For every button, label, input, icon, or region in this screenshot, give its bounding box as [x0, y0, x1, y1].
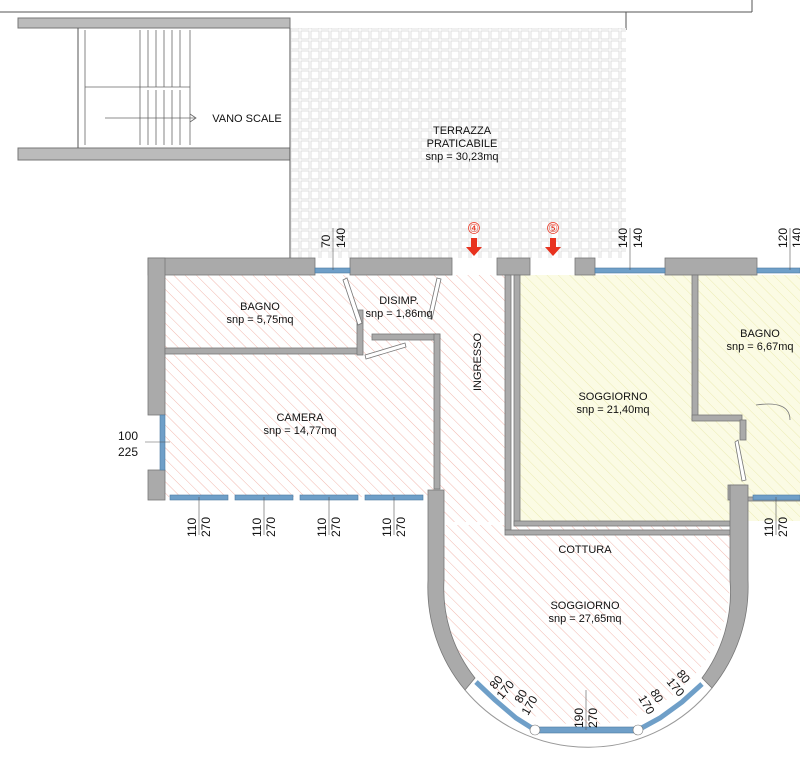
- section-marker-4: ④: [466, 222, 482, 256]
- arrow-down-icon: [545, 238, 561, 256]
- room-label-bagno-1: BAGNO: [240, 301, 280, 313]
- svg-text:110: 110: [250, 518, 264, 537]
- room-label-vano-scale: VANO SCALE: [212, 113, 282, 125]
- svg-text:140: 140: [631, 228, 645, 248]
- room-label-cottura: COTTURA: [558, 544, 612, 556]
- room-label-terrazza-2: PRATICABILE: [427, 138, 498, 150]
- room-area-bagno-2: snp = 6,67mq: [727, 341, 794, 353]
- svg-text:190: 190: [572, 708, 586, 728]
- svg-text:270: 270: [776, 517, 790, 537]
- svg-text:110: 110: [380, 518, 394, 537]
- svg-text:270: 270: [394, 517, 408, 537]
- room-label-camera: CAMERA: [276, 412, 324, 424]
- room-area-disimp: snp = 1,86mq: [366, 308, 433, 320]
- room-label-soggiorno-1: SOGGIORNO: [578, 391, 648, 403]
- svg-text:100: 100: [118, 429, 138, 443]
- room-area-bagno-1: snp = 5,75mq: [227, 314, 294, 326]
- svg-text:80: 80: [511, 687, 530, 706]
- svg-text:140: 140: [334, 228, 348, 248]
- room-label-soggiorno-2: SOGGIORNO: [550, 600, 620, 612]
- svg-text:225: 225: [118, 445, 138, 459]
- room-area-camera: snp = 14,77mq: [263, 425, 336, 437]
- room-label-bagno-2: BAGNO: [740, 328, 780, 340]
- floor-soggiorno-1: [520, 275, 800, 521]
- svg-text:120: 120: [776, 228, 790, 248]
- room-label-disimp: DISIMP.: [379, 295, 419, 307]
- svg-text:270: 270: [264, 517, 278, 537]
- arrow-down-icon: [466, 238, 482, 256]
- stairwell: VANO SCALE: [17, 17, 291, 258]
- svg-text:⑤: ⑤: [548, 223, 558, 235]
- doors: [342, 277, 791, 482]
- room-label-terrazza: TERRAZZA: [433, 125, 492, 137]
- section-marker-5: ⑤: [545, 222, 561, 256]
- terrace: TERRAZZA PRATICABILE snp = 30,23mq: [291, 28, 626, 258]
- svg-text:70: 70: [319, 234, 333, 248]
- svg-text:110: 110: [185, 518, 199, 537]
- svg-text:110: 110: [315, 518, 329, 537]
- svg-text:270: 270: [586, 708, 600, 728]
- outer-arc-line: [464, 687, 713, 748]
- adjacent-building-outline: [0, 0, 753, 30]
- svg-text:④: ④: [469, 223, 479, 235]
- room-area-soggiorno-2: snp = 27,65mq: [548, 613, 621, 625]
- floor-soggiorno-2: [440, 525, 730, 725]
- room-label-ingresso: INGRESSO: [472, 333, 484, 392]
- room-area-soggiorno-1: snp = 21,40mq: [576, 404, 649, 416]
- svg-text:140: 140: [790, 228, 800, 248]
- room-area-terrazza: snp = 30,23mq: [425, 151, 498, 163]
- svg-text:110: 110: [762, 518, 776, 537]
- dimension-labels: 70 140 140 140 120 140 100 225 110 270 1…: [118, 228, 800, 730]
- svg-text:80: 80: [647, 687, 666, 706]
- floor-ingresso: [440, 275, 505, 522]
- svg-text:140: 140: [616, 228, 630, 248]
- svg-text:270: 270: [199, 517, 213, 537]
- svg-text:270: 270: [329, 517, 343, 537]
